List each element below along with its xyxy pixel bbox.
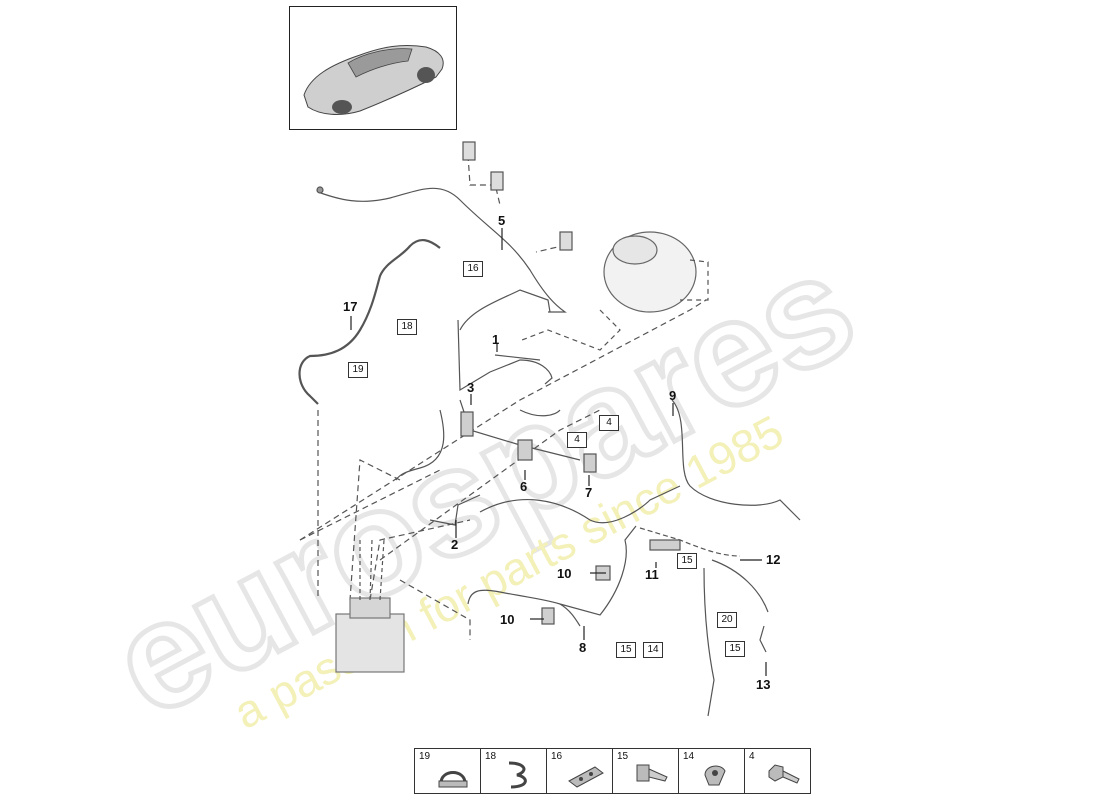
- legend-cell-18: 18: [481, 749, 547, 793]
- legend-number: 14: [683, 751, 695, 762]
- legend-number: 18: [485, 751, 497, 762]
- legend-number: 16: [551, 751, 563, 762]
- callout-8: 8: [579, 640, 587, 655]
- clip-icon: [438, 771, 468, 788]
- callout-10-lower: 10: [500, 612, 515, 627]
- callout-5: 5: [498, 213, 506, 228]
- ref-box-15-right: 15: [725, 641, 745, 657]
- callout-7: 7: [585, 485, 593, 500]
- callout-3: 3: [467, 380, 475, 395]
- callout-9: 9: [669, 388, 677, 403]
- legend-cell-4: 4: [745, 749, 810, 793]
- legend-cell-14: 14: [679, 749, 745, 793]
- callout-10-upper: 10: [557, 566, 572, 581]
- legend-number: 4: [749, 751, 755, 762]
- ref-box-4-left: 4: [567, 432, 587, 448]
- ref-box-19: 19: [348, 362, 368, 378]
- callout-11: 11: [645, 567, 659, 582]
- ref-box-15-top: 15: [677, 553, 697, 569]
- ref-box-14: 14: [643, 642, 663, 658]
- hardware-legend: 19 18 16 15 14: [414, 748, 811, 794]
- callout-17: 17: [343, 299, 358, 314]
- car-icon: [303, 44, 444, 115]
- callout-12: 12: [766, 552, 781, 567]
- holder-plate-icon: [568, 766, 604, 788]
- legend-number: 15: [617, 751, 629, 762]
- callout-1: 1: [492, 332, 500, 347]
- ref-box-4-right: 4: [599, 415, 619, 431]
- ref-box-18: 18: [397, 319, 417, 335]
- legend-number: 19: [419, 751, 431, 762]
- vehicle-thumbnail: [289, 6, 457, 130]
- clamp-icon: [704, 765, 726, 786]
- legend-cell-19: 19: [415, 749, 481, 793]
- callout-13: 13: [756, 677, 771, 692]
- bracket-clip-icon: [508, 761, 527, 789]
- callout-2: 2: [451, 537, 459, 552]
- ref-box-16: 16: [463, 261, 483, 277]
- legend-cell-16: 16: [547, 749, 613, 793]
- callout-6: 6: [520, 479, 528, 494]
- bolt-icon: [636, 764, 668, 782]
- legend-cell-15: 15: [613, 749, 679, 793]
- ref-box-20: 20: [717, 612, 737, 628]
- hex-bolt-icon: [768, 764, 800, 784]
- ref-box-15-bottom: 15: [616, 642, 636, 658]
